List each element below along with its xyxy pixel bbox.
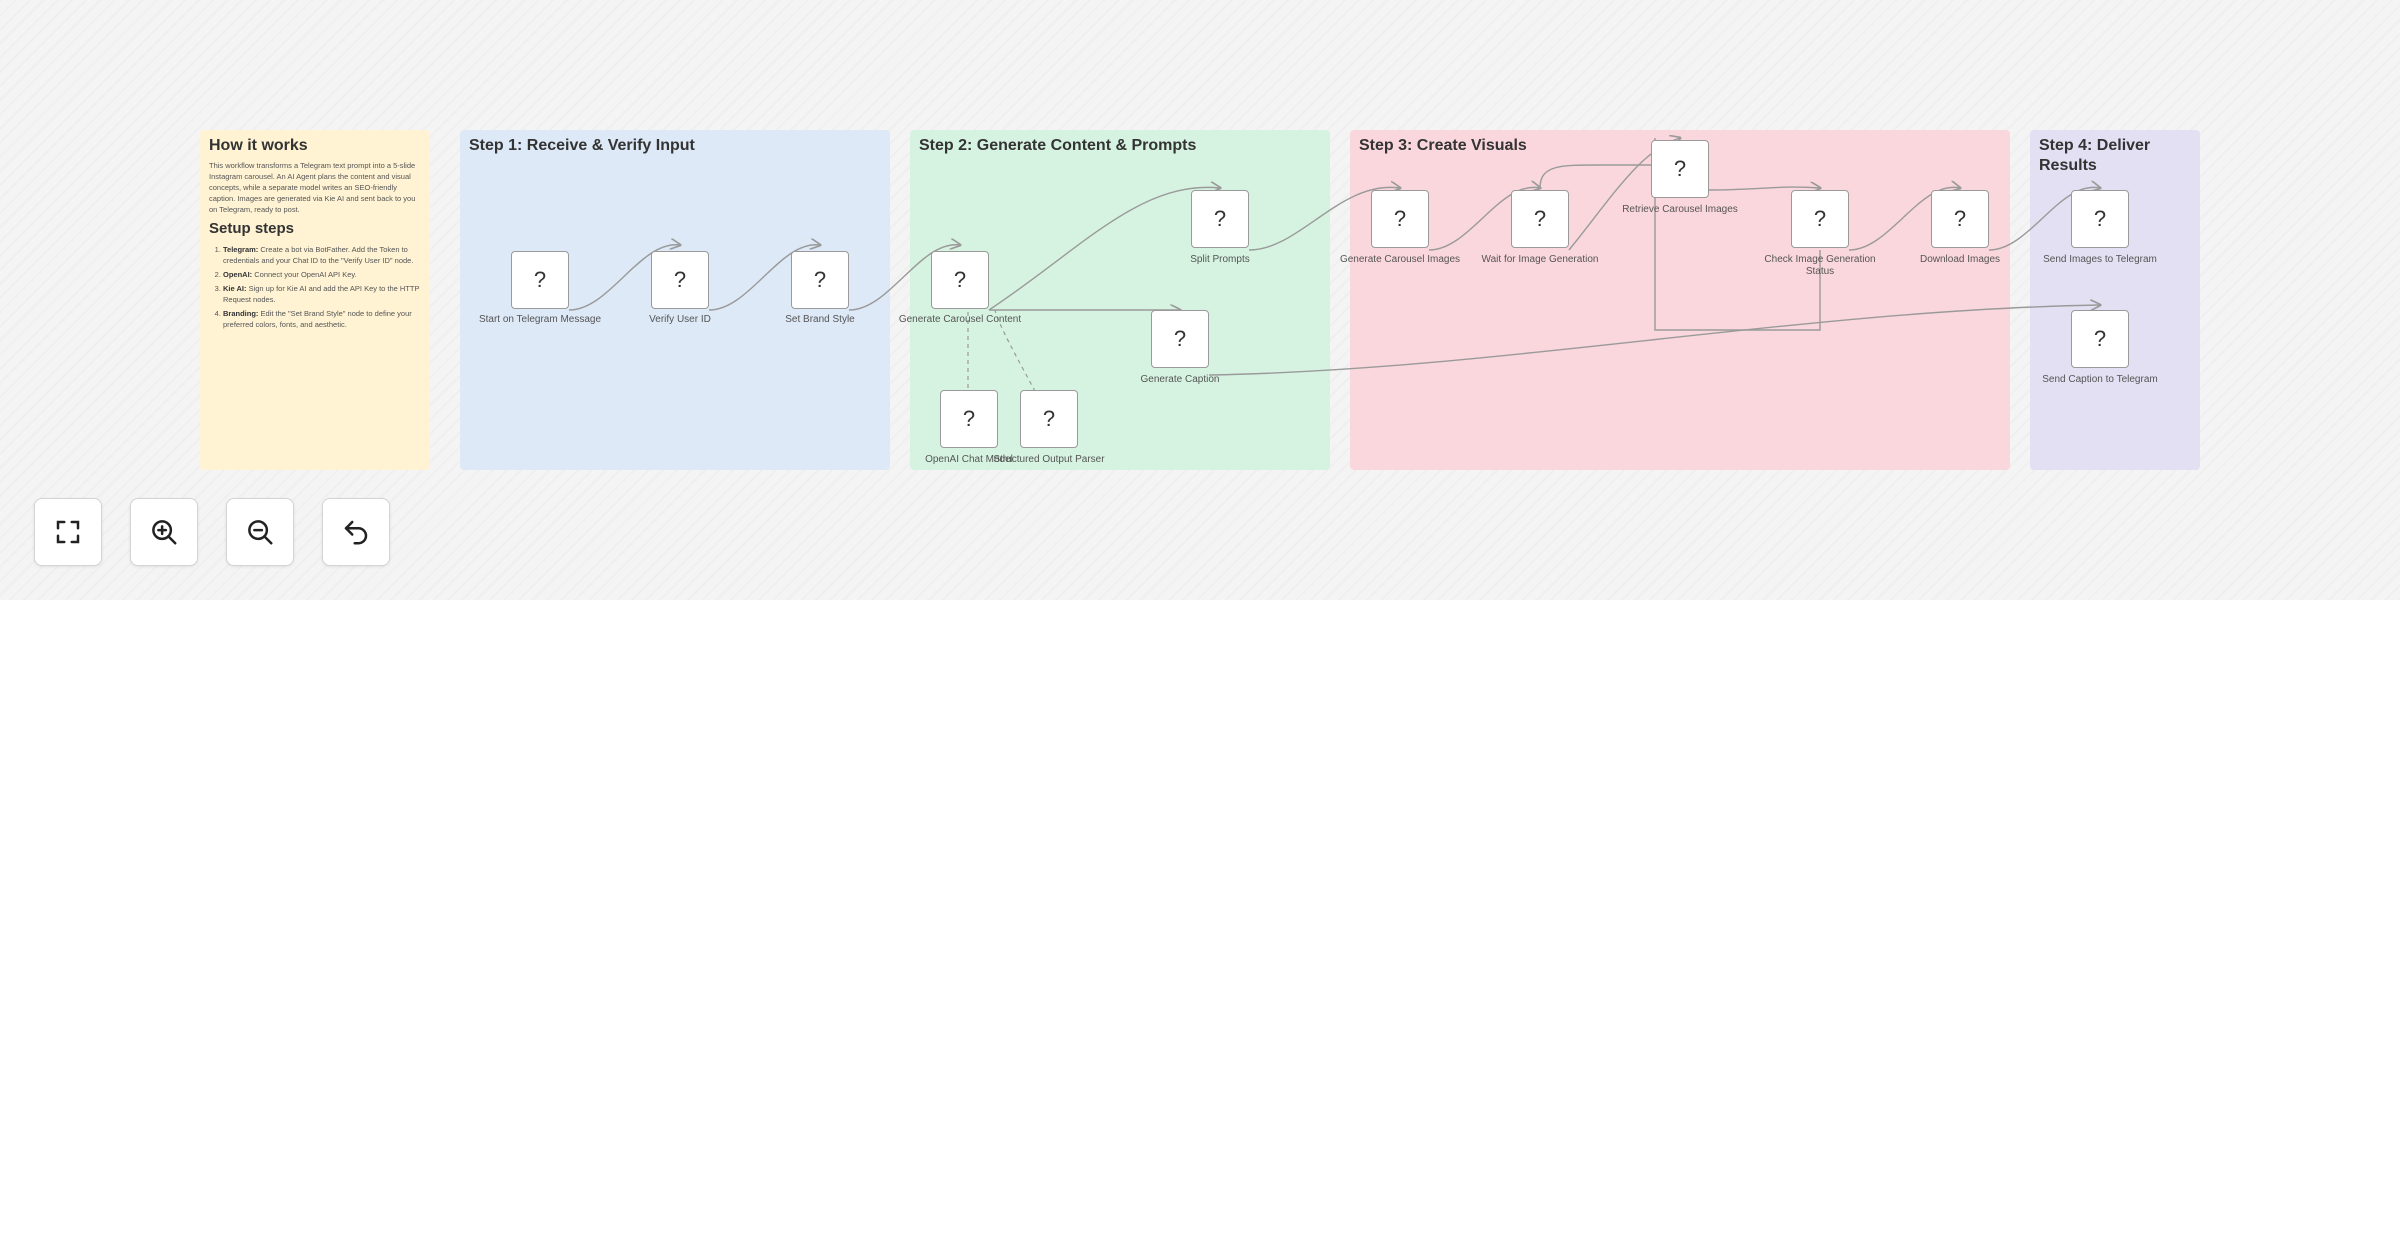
split-prompts-node[interactable]: ? (1191, 190, 1249, 248)
edge-check-loop (1654, 138, 1821, 331)
split-prompts-label: Split Prompts (1190, 254, 1250, 265)
generate-caption-label: Generate Caption (1140, 374, 1220, 385)
sticky-note-step-3[interactable]: Step 3: Create Visuals (1350, 130, 2010, 470)
generate-carousel-content-label: Generate Carousel Content (898, 314, 1022, 325)
edge-gencontent-split (988, 187, 1220, 311)
setup-step-branding: Branding: Edit the "Set Brand Style" nod… (223, 308, 421, 330)
edge-check-download (1848, 187, 1960, 251)
setup-step-openai: OpenAI: Connect your OpenAI API Key. (223, 269, 421, 280)
structured-output-parser-label: Structured Output Parser (993, 454, 1105, 465)
generate-caption-node[interactable]: ? (1151, 310, 1209, 368)
edge-download-sendimg (1988, 187, 2100, 251)
zoom-in-icon (152, 520, 177, 545)
check-image-generation-status-node[interactable]: ? (1791, 190, 1849, 248)
zoom-out-icon (248, 520, 273, 545)
download-images-node[interactable]: ? (1931, 190, 1989, 248)
edge-genimages-wait (1428, 187, 1540, 251)
retrieve-carousel-images-label: Retrieve Carousel Images (1622, 204, 1738, 215)
setup-step-telegram: Telegram: Create a bot via BotFather. Ad… (223, 244, 421, 266)
wait-for-image-generation-label: Wait for Image Generation (1481, 254, 1599, 265)
structured-output-parser-node[interactable]: ? (1020, 390, 1078, 448)
check-image-generation-status-label: Check Image Generation Status (1764, 254, 1876, 277)
generate-carousel-images-node[interactable]: ? (1371, 190, 1429, 248)
generate-carousel-images-label: Generate Carousel Images (1339, 254, 1461, 265)
setup-steps-list: Telegram: Create a bot via BotFather. Ad… (209, 244, 421, 330)
send-images-to-telegram-label: Send Images to Telegram (2043, 254, 2157, 265)
edge-split-genimages (1248, 187, 1400, 251)
edge-caption-sendcap (1208, 305, 2100, 376)
how-it-works-intro: This workflow transforms a Telegram text… (209, 161, 416, 214)
edge-retrieve-check (1708, 187, 1820, 190)
download-images-label: Download Images (1919, 254, 2001, 265)
sticky-note-step-4[interactable]: Step 4: Deliver Results (2030, 130, 2200, 470)
step-3-title: Step 3: Create Visuals (1359, 137, 1527, 154)
setup-step-kie-ai: Kie AI: Sign up for Kie AI and add the A… (223, 283, 421, 305)
fit-view-button[interactable] (34, 498, 102, 566)
edge-start-verify (568, 245, 680, 311)
undo-button[interactable] (322, 498, 390, 566)
step-2-title: Step 2: Generate Content & Prompts (919, 137, 1197, 154)
fit-view-icon (56, 520, 80, 544)
send-caption-to-telegram-label: Send Caption to Telegram (2042, 374, 2158, 385)
openai-chat-model-node[interactable]: ? (940, 390, 998, 448)
how-it-works-body: This workflow transforms a Telegram text… (209, 160, 421, 333)
start-on-telegram-message-label: Start on Telegram Message (478, 314, 602, 325)
retrieve-carousel-images-node[interactable]: ? (1651, 140, 1709, 198)
zoom-in-button[interactable] (130, 498, 198, 566)
generate-carousel-content-node[interactable]: ? (931, 251, 989, 309)
step-1-title: Step 1: Receive & Verify Input (469, 137, 695, 154)
edge-verify-brand (708, 245, 820, 311)
undo-icon (344, 520, 368, 545)
setup-steps-title: Setup steps (209, 220, 295, 237)
start-on-telegram-message-node[interactable]: ? (511, 251, 569, 309)
workflow-canvas[interactable]: How it works This workflow transforms a … (0, 0, 2400, 600)
verify-user-id-node[interactable]: ? (651, 251, 709, 309)
sticky-note-how-it-works[interactable]: How it works This workflow transforms a … (200, 130, 430, 470)
send-images-to-telegram-node[interactable]: ? (2071, 190, 2129, 248)
how-it-works-title: How it works (209, 137, 308, 154)
wait-for-image-generation-node[interactable]: ? (1511, 190, 1569, 248)
openai-chat-model-label: OpenAI Chat Model (925, 454, 1013, 465)
set-brand-style-label: Set Brand Style (785, 314, 855, 325)
edge-parser-gencontent (994, 309, 1051, 421)
step-4-title: Step 4: Deliver Results (2039, 137, 2151, 174)
set-brand-style-node[interactable]: ? (791, 251, 849, 309)
edge-brand-gencontent (848, 245, 960, 311)
zoom-out-button[interactable] (226, 498, 294, 566)
connections-layer (568, 0, 2400, 421)
verify-user-id-label: Verify User ID (649, 314, 711, 325)
edge-wait-retrieve-top (1539, 164, 1680, 189)
send-caption-to-telegram-node[interactable]: ? (2071, 310, 2129, 368)
